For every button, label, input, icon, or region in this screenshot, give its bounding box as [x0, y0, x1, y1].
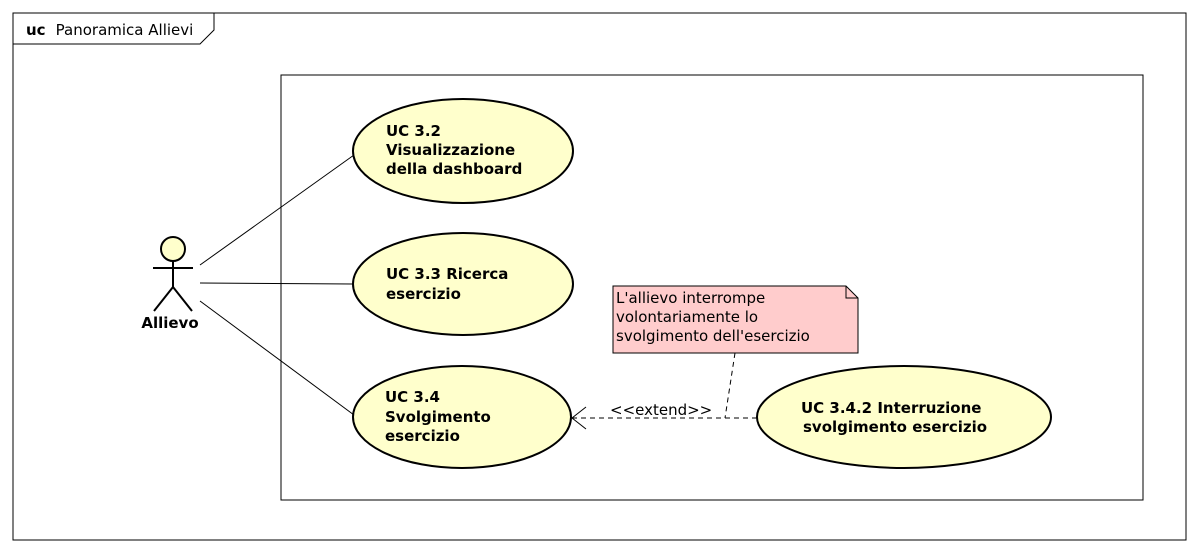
- note-fold: [845, 286, 858, 299]
- use-case-label: esercizio: [386, 285, 461, 303]
- svg-text:UC 3.3 Ricerca esercizio: UC 3.3 Ricerca esercizio: [386, 265, 514, 303]
- note-line: L'allievo interrompe: [616, 289, 765, 307]
- svg-text:L'allievo interrompe vol: L'allievo interrompe volontariamente lo …: [616, 289, 810, 345]
- actor-head: [160, 236, 186, 262]
- use-case-label: UC 3.4.2 Interruzione: [801, 399, 981, 417]
- use-case-ellipse: [352, 98, 574, 204]
- use-case-label: esercizio: [385, 427, 460, 445]
- actor-right-leg: [172, 286, 193, 312]
- use-case-label: UC 3.2: [386, 122, 441, 140]
- actor-label: Allievo: [141, 314, 198, 332]
- system-boundary: [280, 74, 1144, 501]
- actor-allievo[interactable]: Allievo: [141, 236, 199, 332]
- use-case-label: UC 3.4: [385, 388, 440, 406]
- use-case-uc-3-4[interactable]: UC 3.4 Svolgimento esercizio: [352, 365, 572, 469]
- frame-title: Panoramica Allievi: [56, 21, 194, 39]
- extend-relation[interactable]: <<extend>>: [571, 401, 757, 430]
- extend-arrowhead: [571, 406, 587, 430]
- use-case-ellipse: [756, 365, 1052, 469]
- svg-text:UC 3.4.2 Interruzione sv: UC 3.4.2 Interruzione svolgimento eserci…: [801, 399, 987, 436]
- svg-text:UC 3.2 Visualizzazione: UC 3.2 Visualizzazione della dashboard: [386, 122, 522, 178]
- frame-tab: [13, 13, 215, 45]
- frame-border: [12, 12, 1187, 541]
- note-line: svolgimento dell'esercizio: [616, 327, 810, 345]
- svg-text:uc Panoramica Allievi: uc Panoramica Allievi: [26, 20, 193, 39]
- diagram-frame: uc Panoramica Allievi: [12, 12, 1187, 541]
- note-body: [612, 285, 859, 354]
- note[interactable]: L'allievo interrompe volontariamente lo …: [612, 285, 859, 419]
- actor-left-leg: [153, 286, 174, 312]
- use-case-uc-3-3[interactable]: UC 3.3 Ricerca esercizio: [352, 232, 574, 336]
- use-case-uc-3-4-2[interactable]: UC 3.4.2 Interruzione svolgimento eserci…: [756, 365, 1052, 469]
- note-connector: [724, 352, 736, 419]
- use-case-label: Visualizzazione: [386, 141, 515, 159]
- association-uc33[interactable]: [199, 282, 354, 285]
- use-case-ellipse: [352, 232, 574, 336]
- extend-stereotype: <<extend>>: [610, 401, 712, 419]
- use-case-ellipse: [352, 365, 572, 469]
- use-case-uc-3-2[interactable]: UC 3.2 Visualizzazione della dashboard: [352, 98, 574, 204]
- use-case-label: UC 3.3 Ricerca: [386, 265, 508, 283]
- associations: [199, 154, 355, 416]
- use-case-label: svolgimento esercizio: [803, 418, 987, 436]
- frame-keyword: uc: [26, 21, 46, 39]
- association-uc32[interactable]: [199, 154, 355, 266]
- association-uc34[interactable]: [199, 300, 355, 416]
- use-case-label: della dashboard: [386, 160, 522, 178]
- note-line: volontariamente lo: [616, 308, 758, 326]
- svg-text:UC 3.4 Svolgimento: UC 3.4 Svolgimento esercizio: [385, 388, 496, 445]
- use-case-label: Svolgimento: [385, 408, 491, 426]
